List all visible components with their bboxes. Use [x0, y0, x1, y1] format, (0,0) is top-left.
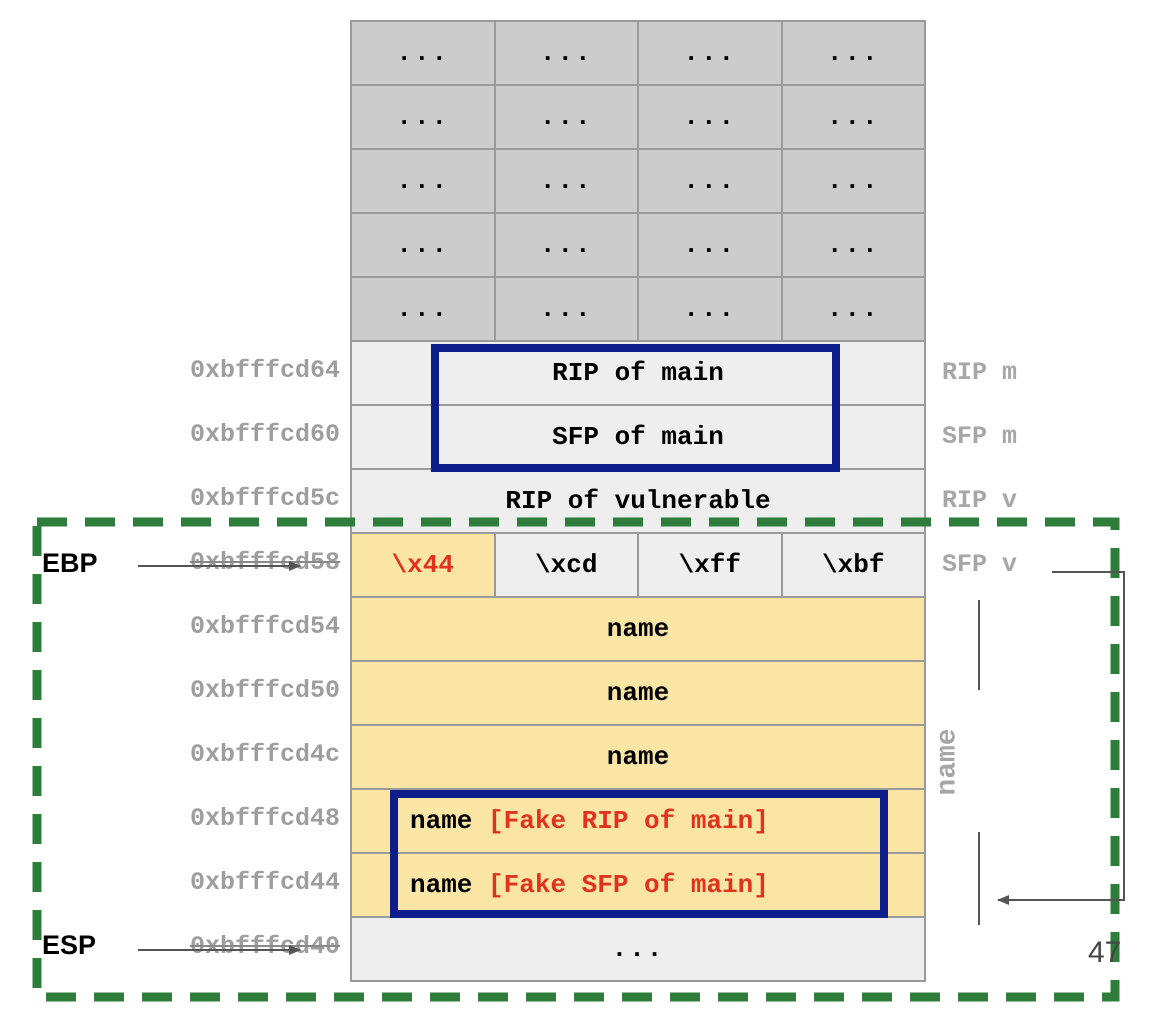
- stack-cell: ...: [494, 85, 638, 149]
- address-label: 0xbfffcd5c: [189, 484, 340, 513]
- stack-cell: ...: [494, 277, 638, 341]
- fake-rip-cell: name [Fake RIP of main]: [351, 789, 925, 853]
- address-label: 0xbfffcd60: [189, 420, 340, 449]
- frame-label: SFP v: [942, 550, 1018, 579]
- fake-rip-note: [Fake RIP of main]: [488, 806, 769, 836]
- address-label: 0xbfffcd4c: [189, 740, 340, 769]
- fake-rip-name: name: [410, 806, 473, 836]
- stack-cell: ...: [781, 277, 925, 341]
- stack-cell: ...: [494, 21, 638, 85]
- address-label: 0xbfffcd50: [189, 676, 340, 705]
- sfp-byte: \xcd: [494, 533, 638, 597]
- address-label: 0xbfffcd44: [189, 868, 340, 897]
- address-label: 0xbfffcd54: [189, 612, 340, 641]
- esp-address-label: 0xbfffcd40: [189, 932, 340, 961]
- stack-cell: ...: [494, 213, 638, 277]
- stack-cell: ...: [351, 277, 495, 341]
- frame-label: RIP m: [942, 358, 1018, 387]
- address-label: 0xbfffcd48: [189, 804, 340, 833]
- fake-sfp-cell: name [Fake SFP of main]: [351, 853, 925, 917]
- name-buffer-cell: name: [351, 725, 925, 789]
- sfp-pointer-arrow: [997, 571, 1125, 905]
- stack-cell: ...: [351, 149, 495, 213]
- stack-cell: ...: [351, 213, 495, 277]
- current-frame-dashed-box: [32, 517, 1120, 1002]
- stack-bottom-cell: ...: [351, 917, 925, 981]
- address-label: 0xbfffcd64: [189, 356, 340, 385]
- ebp-register-label: EBP: [42, 548, 98, 578]
- stack-cell: ...: [638, 21, 782, 85]
- fake-sfp-note: [Fake SFP of main]: [488, 870, 769, 900]
- ebp-address-label: 0xbfffcd58: [189, 548, 340, 577]
- page-number: 47: [1088, 936, 1122, 969]
- stack-cell: ...: [781, 213, 925, 277]
- name-buffer-cell: name: [351, 661, 925, 725]
- stack-cell: ...: [638, 277, 782, 341]
- stack-cell: ...: [638, 85, 782, 149]
- fake-sfp-name: name: [410, 870, 473, 900]
- stack-cell: ...: [638, 149, 782, 213]
- stack-cell: ...: [494, 149, 638, 213]
- name-buffer-cell: name: [351, 597, 925, 661]
- esp-register-label: ESP: [42, 930, 97, 960]
- sfp-byte: \xbf: [781, 533, 925, 597]
- frame-label: SFP m: [942, 422, 1018, 451]
- sfp-byte-overwritten: \x44: [351, 533, 495, 597]
- stack-cell: ...: [781, 149, 925, 213]
- stack-cell: ...: [638, 213, 782, 277]
- stack-cell: ...: [351, 21, 495, 85]
- stack-cell: ...: [351, 85, 495, 149]
- sfp-byte: \xff: [638, 533, 782, 597]
- stack-cell: ...: [781, 85, 925, 149]
- stack-cell: ...: [781, 21, 925, 85]
- frame-label: RIP v: [942, 486, 1018, 515]
